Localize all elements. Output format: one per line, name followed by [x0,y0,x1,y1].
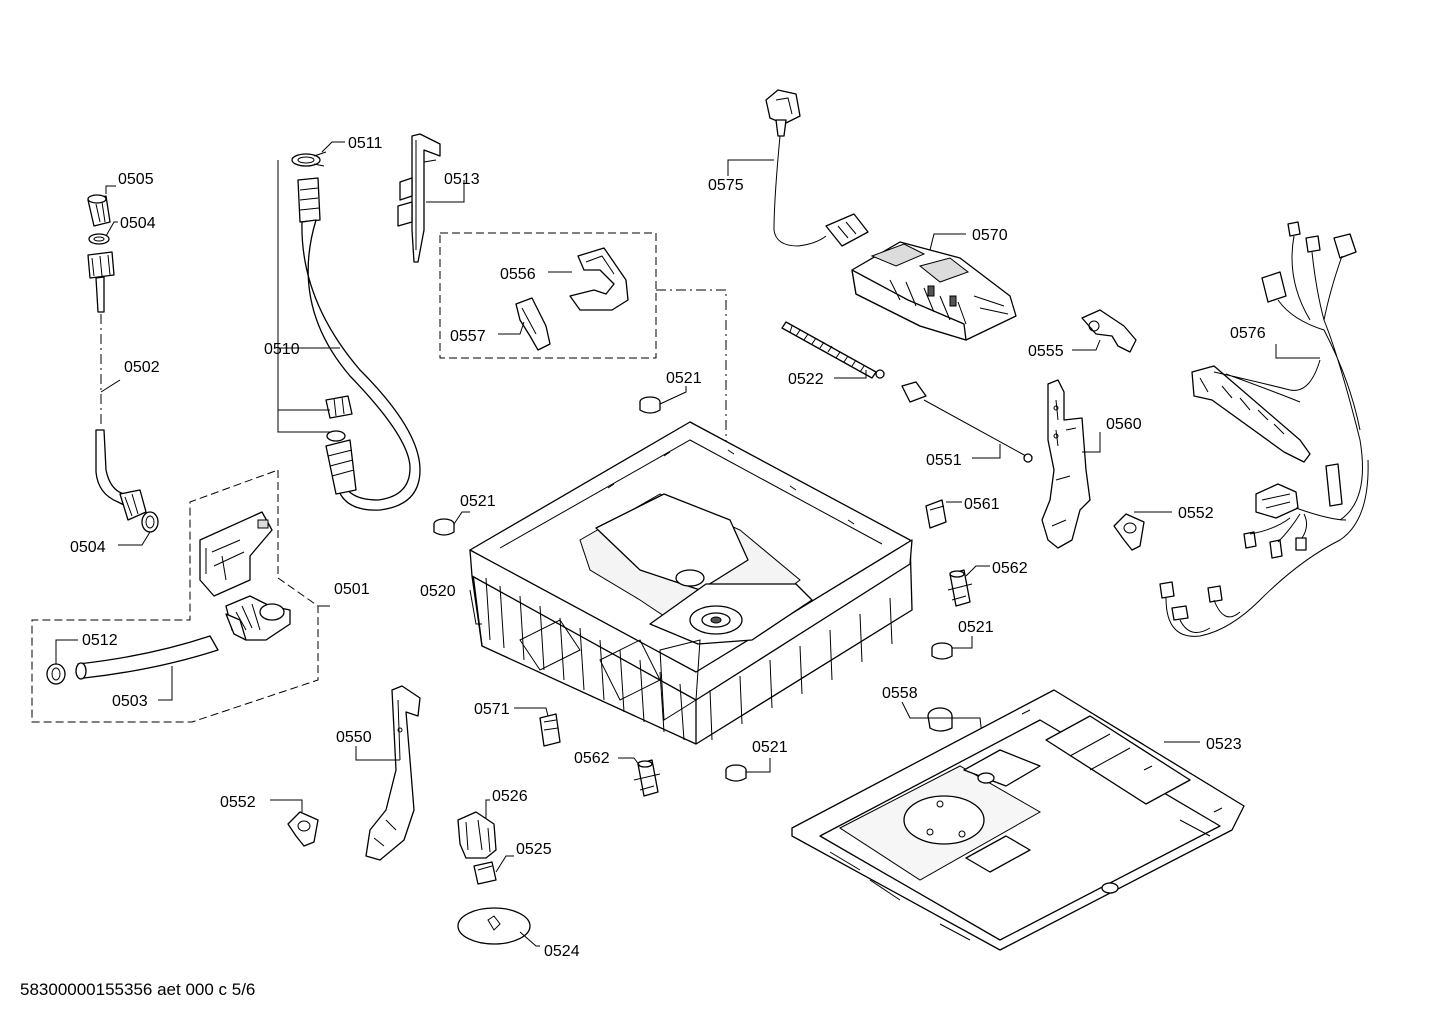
callout-0525: 0525 [516,841,552,858]
part-0522-spring [781,321,885,379]
callout-0561: 0561 [964,496,1000,513]
part-0571-clip [514,707,561,747]
callout-0523: 0523 [1206,736,1242,753]
part-0501-valve-bracket [199,511,273,597]
part-0551-sensor [901,381,1033,463]
part-0501-inlet-valve [225,595,291,641]
part-0511-clamp [291,151,327,167]
part-0521-foot-bottom [725,758,771,782]
callout-0562: 0562 [574,750,610,767]
part-0502-inlet-hose [87,251,147,521]
part-0523-base-plate [791,689,1245,951]
part-0513-bracket [397,133,465,263]
callout-leaders-drain [277,141,345,433]
part-0521-foot-right [931,636,973,660]
part-0504-seal-bottom [141,511,159,533]
part-0575-power-cord [727,89,869,247]
part-0552-clip-right [1113,511,1172,551]
callout-0557: 0557 [450,328,486,345]
callout-0512: 0512 [82,632,118,649]
callout-0501: 0501 [334,581,370,598]
part-0510-clip [325,395,353,442]
part-0521-foot-left [433,511,470,536]
group-box-0501 [31,469,319,723]
callout-0552: 0552 [220,794,256,811]
callout-0526: 0526 [492,788,528,805]
callout-0522: 0522 [788,371,824,388]
callout-0560: 0560 [1106,416,1142,433]
part-0576-wiring-harness [1159,221,1369,637]
callout-0521: 0521 [752,739,788,756]
callout-0504: 0504 [120,215,156,232]
part-0552-clip-left [270,799,319,847]
callout-0505: 0505 [118,171,154,188]
callout-0520: 0520 [420,583,456,600]
callout-0503: 0503 [112,693,148,710]
callout-0550: 0550 [336,729,372,746]
part-0520-base-tub [469,421,913,745]
callout-0576: 0576 [1230,325,1266,342]
callout-0521: 0521 [460,493,496,510]
part-0555-clip [1072,309,1137,353]
callout-0524: 0524 [544,943,580,960]
callout-0555: 0555 [1028,343,1064,360]
part-0525-connector [473,855,514,885]
drawing-id-footer: 58300000155356 aet 000 c 5/6 [20,980,256,999]
callout-0575: 0575 [708,177,744,194]
part-0557-clip [498,297,551,351]
leader-box-to-tub [656,289,727,442]
part-0504-seal-top [88,233,110,245]
callout-0521: 0521 [666,370,702,387]
part-0505-cap [87,194,111,227]
callout-0556: 0556 [500,266,536,283]
callout-0551: 0551 [926,452,962,469]
part-0550-bracket [355,685,421,861]
part-0556-retainer [548,247,629,311]
callout-0521: 0521 [958,619,994,636]
callout-0571: 0571 [474,701,510,718]
callout-0510: 0510 [264,341,300,358]
part-0512-clamp [46,639,78,685]
group-box-0556-0557 [439,232,657,359]
part-0521-foot-top [639,386,687,414]
callout-0511: 0511 [348,135,383,152]
callout-leaders-inlet [100,185,151,546]
part-0570-control-module [851,233,1017,341]
part-0562-spacer-left [618,757,661,797]
callout-0558: 0558 [882,685,918,702]
callout-0504: 0504 [70,539,106,556]
part-0524-disc [457,907,540,947]
part-0562-spacer-right [947,565,990,607]
callout-0502: 0502 [124,359,160,376]
part-0510-drain-hose [297,177,421,511]
part-0561-clip [925,499,962,529]
callout-0513: 0513 [444,171,480,188]
part-0558-float [901,701,987,771]
callout-labels: 0505 0504 0502 0504 0511 0513 0510 0556 … [70,135,1266,960]
part-0526-holder [457,799,497,859]
callout-0552: 0552 [1178,505,1214,522]
callout-0562: 0562 [992,560,1028,577]
part-0503-hose [75,635,219,701]
callout-0570: 0570 [972,227,1008,244]
part-0560-bracket [1041,379,1101,549]
